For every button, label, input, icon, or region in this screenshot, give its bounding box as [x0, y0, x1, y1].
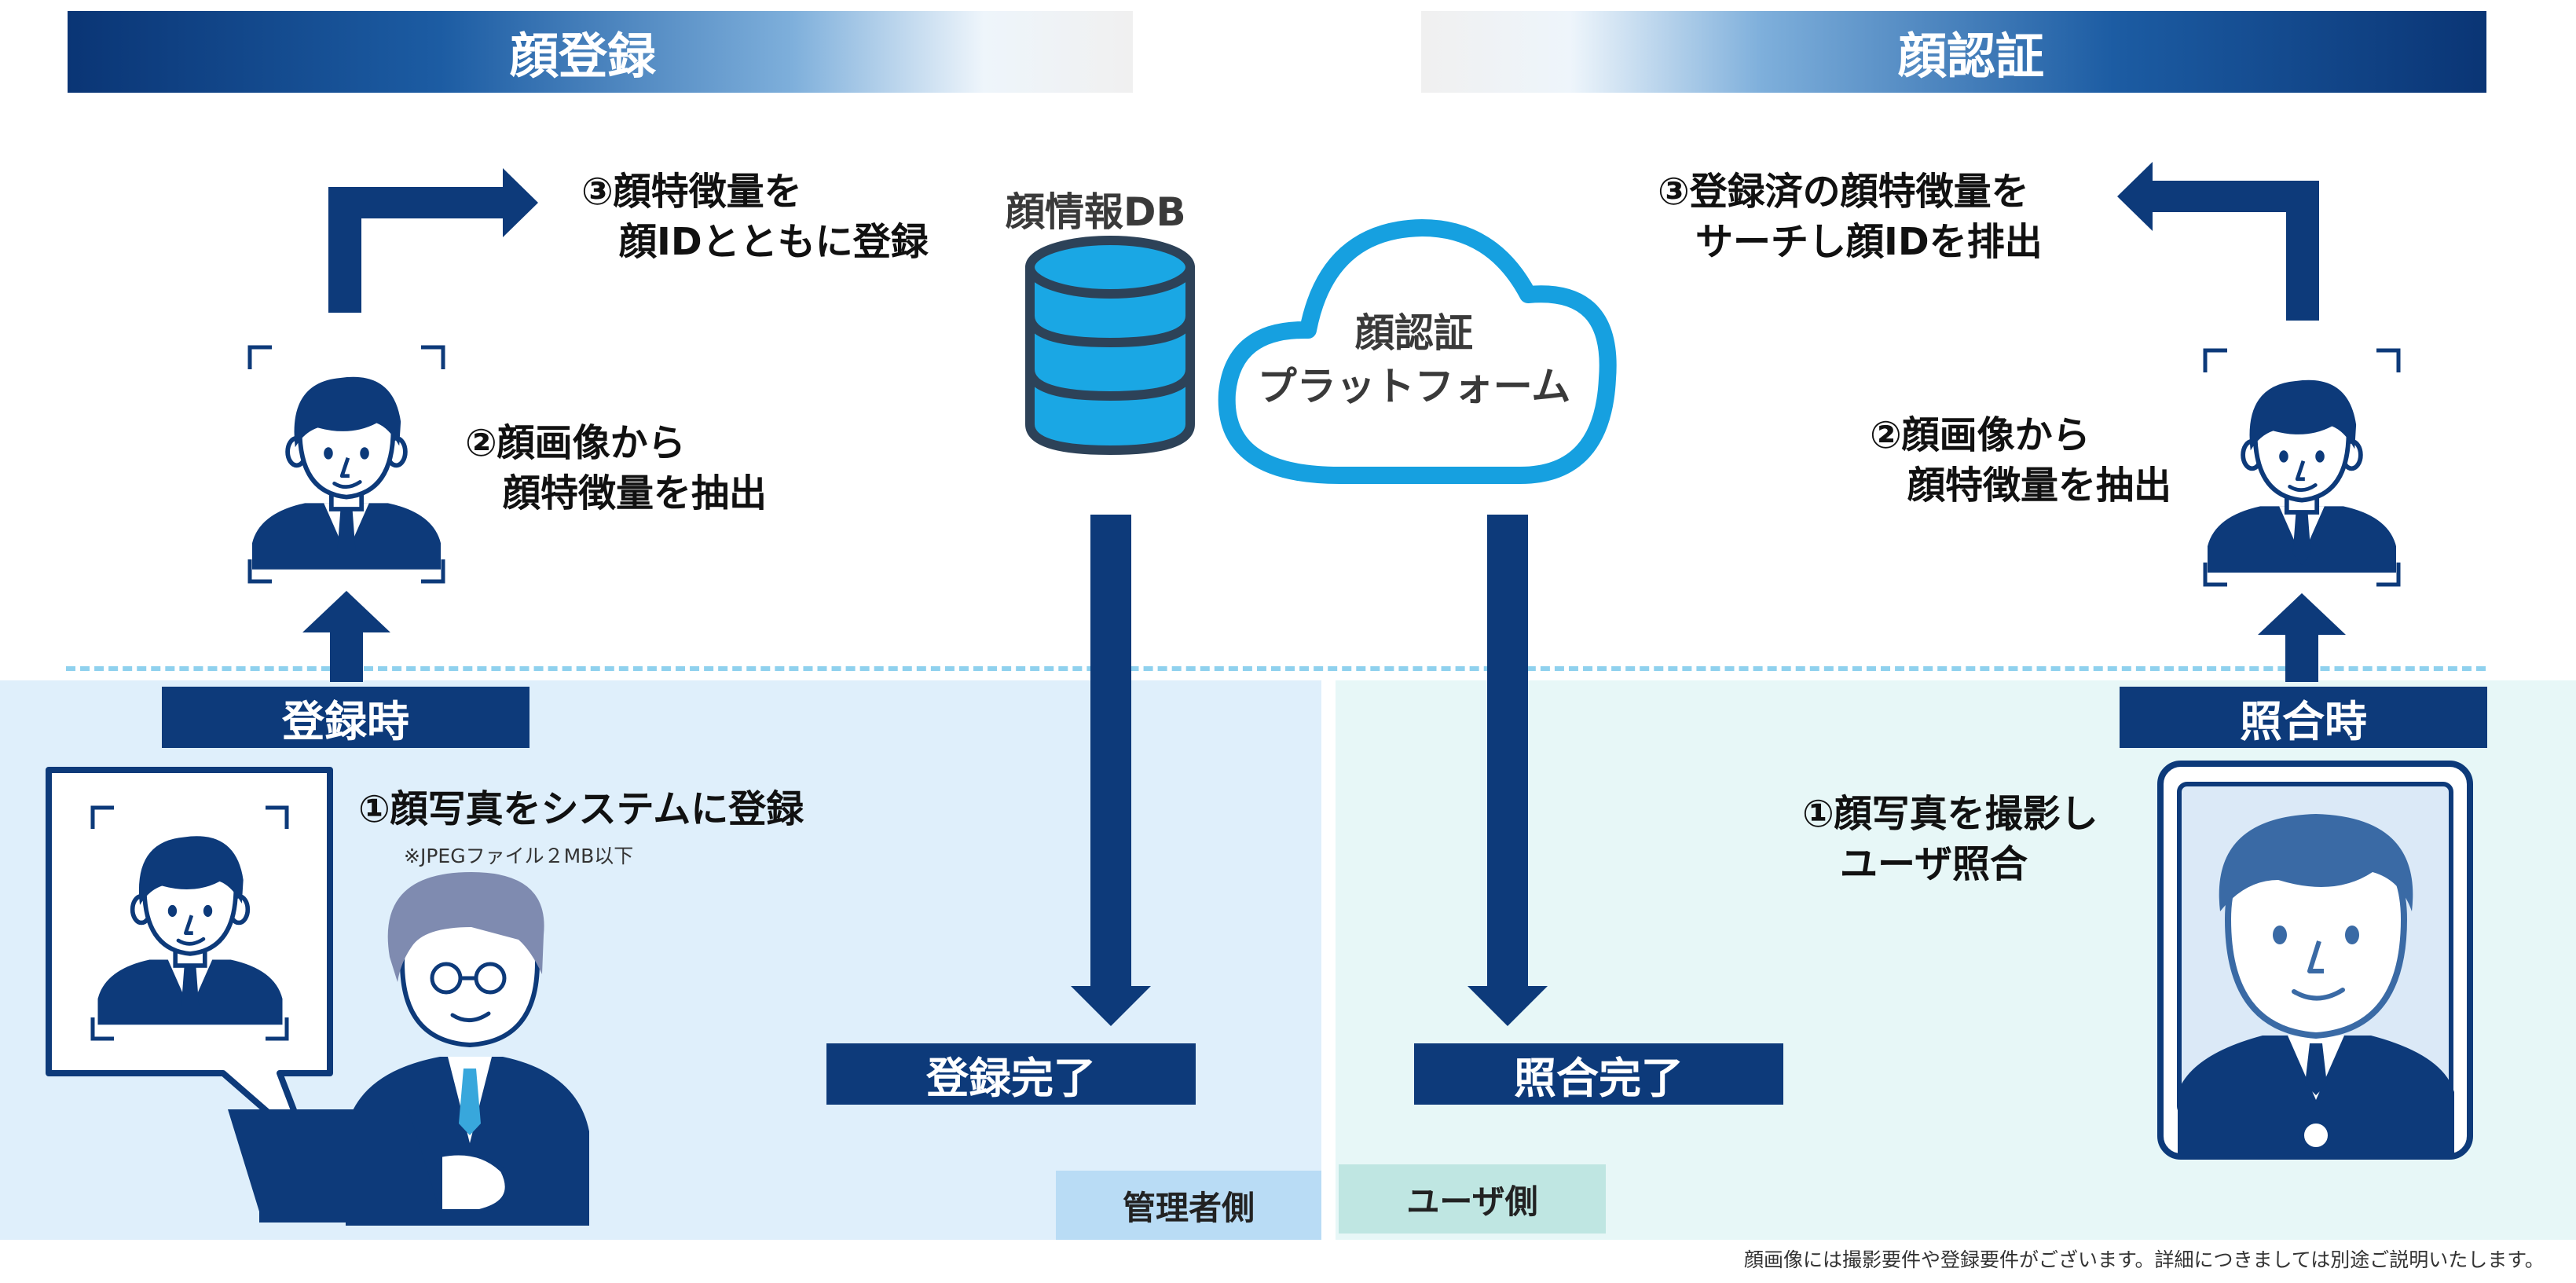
header-face-authentication-label: 顔認証: [1897, 27, 2044, 85]
photo-bubble-icon: [46, 767, 333, 1150]
register-step1-text: ①顔写真をシステムに登録: [358, 787, 804, 831]
arrow-icon-db-down: [1071, 515, 1151, 1026]
arrow-icon-register-up: [302, 591, 390, 682]
arrow-icon-cloud-down: [1468, 515, 1548, 1026]
tablet-icon: [2157, 761, 2473, 1160]
laptop-icon: [228, 1109, 518, 1223]
header-face-authentication: 顔認証: [1421, 11, 2486, 93]
footnote: 顔画像には撮影要件や登録要件がございます。詳細につきましては別途ご説明いたします…: [1744, 1248, 2545, 1271]
database-label: 顔情報DB: [1006, 189, 1186, 235]
register-step2-text: ②顔画像から 顔特徴量を抽出: [465, 421, 768, 515]
register-step3-text: ③顔特徴量を 顔IDとともに登録: [581, 170, 929, 264]
face-scan-icon-register: [247, 345, 445, 584]
dashed-divider: [66, 666, 2486, 671]
header-face-registration: 顔登録: [68, 11, 1133, 93]
header-face-registration-label: 顔登録: [509, 27, 656, 85]
auth-step2-text: ②顔画像から 顔特徴量を抽出: [1870, 413, 2172, 508]
auth-step3-text: ③登録済の顔特徴量を サーチし顔IDを排出: [1658, 170, 2043, 264]
cloud-platform-label: 顔認証 プラットフォーム: [1257, 310, 1571, 409]
cloud-icon: [1218, 219, 1617, 484]
user-side-tag: ユーザ側: [1339, 1164, 1606, 1234]
arrow-icon-auth-to-cloud: [2117, 162, 2319, 321]
register-time-label: 登録時: [162, 687, 529, 748]
face-scan-icon-auth: [2203, 348, 2401, 587]
admin-person-icon: [346, 872, 589, 1226]
register-file-note: ※JPEGファイル２MB以下: [404, 845, 634, 867]
match-time-label: 照合時: [2120, 687, 2487, 748]
arrow-icon-register-to-db: [328, 168, 538, 313]
admin-side-tag: 管理者側: [1056, 1171, 1321, 1240]
register-complete-label: 登録完了: [826, 1043, 1196, 1105]
arrow-icon-match-up: [2258, 593, 2346, 682]
database-icon: [1025, 236, 1195, 455]
auth-step1-text: ①顔写真を撮影し ユーザ照合: [1802, 792, 2098, 886]
match-complete-label: 照合完了: [1414, 1043, 1783, 1105]
